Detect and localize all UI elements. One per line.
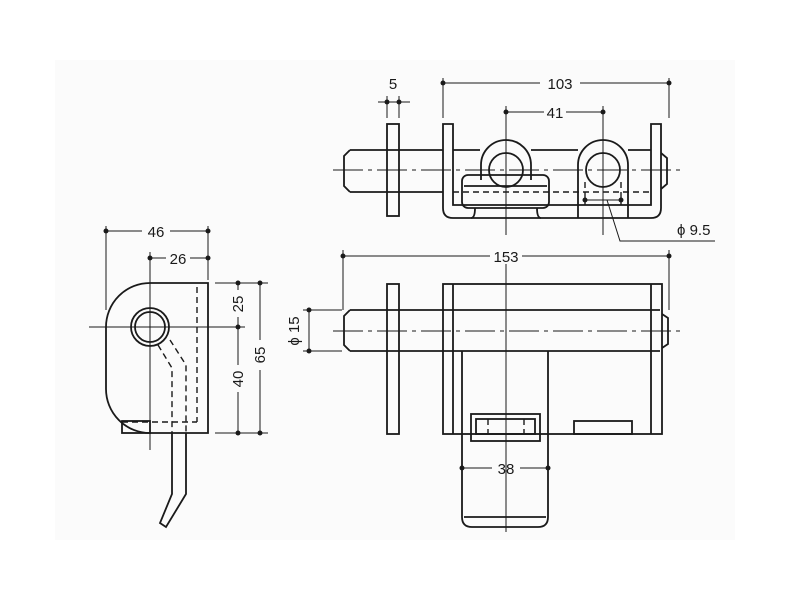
dim-hole-diameter: ϕ 9.5: [677, 222, 710, 239]
top-view: 5 103 41 ϕ 9.5: [333, 76, 715, 242]
dim-side-lower-height: 40: [230, 371, 247, 388]
dim-side-width: 46: [148, 224, 165, 241]
dim-bracket-width: 103: [547, 76, 572, 93]
front-view: 153 38 ϕ 15: [286, 249, 685, 532]
dim-pin-diameter: ϕ 15: [286, 316, 303, 345]
dim-tab-width: 38: [498, 461, 515, 478]
dim-side-total-height: 65: [252, 347, 269, 364]
side-view: 46 26 25 40 65: [89, 224, 269, 529]
dim-flange-thickness: 5: [389, 76, 397, 93]
dim-overall-length: 153: [493, 249, 518, 266]
drawing-sheet: [55, 60, 735, 540]
dim-side-upper-height: 25: [230, 296, 247, 313]
dim-eye-spacing: 41: [547, 105, 564, 122]
dim-side-offset: 26: [170, 251, 187, 268]
